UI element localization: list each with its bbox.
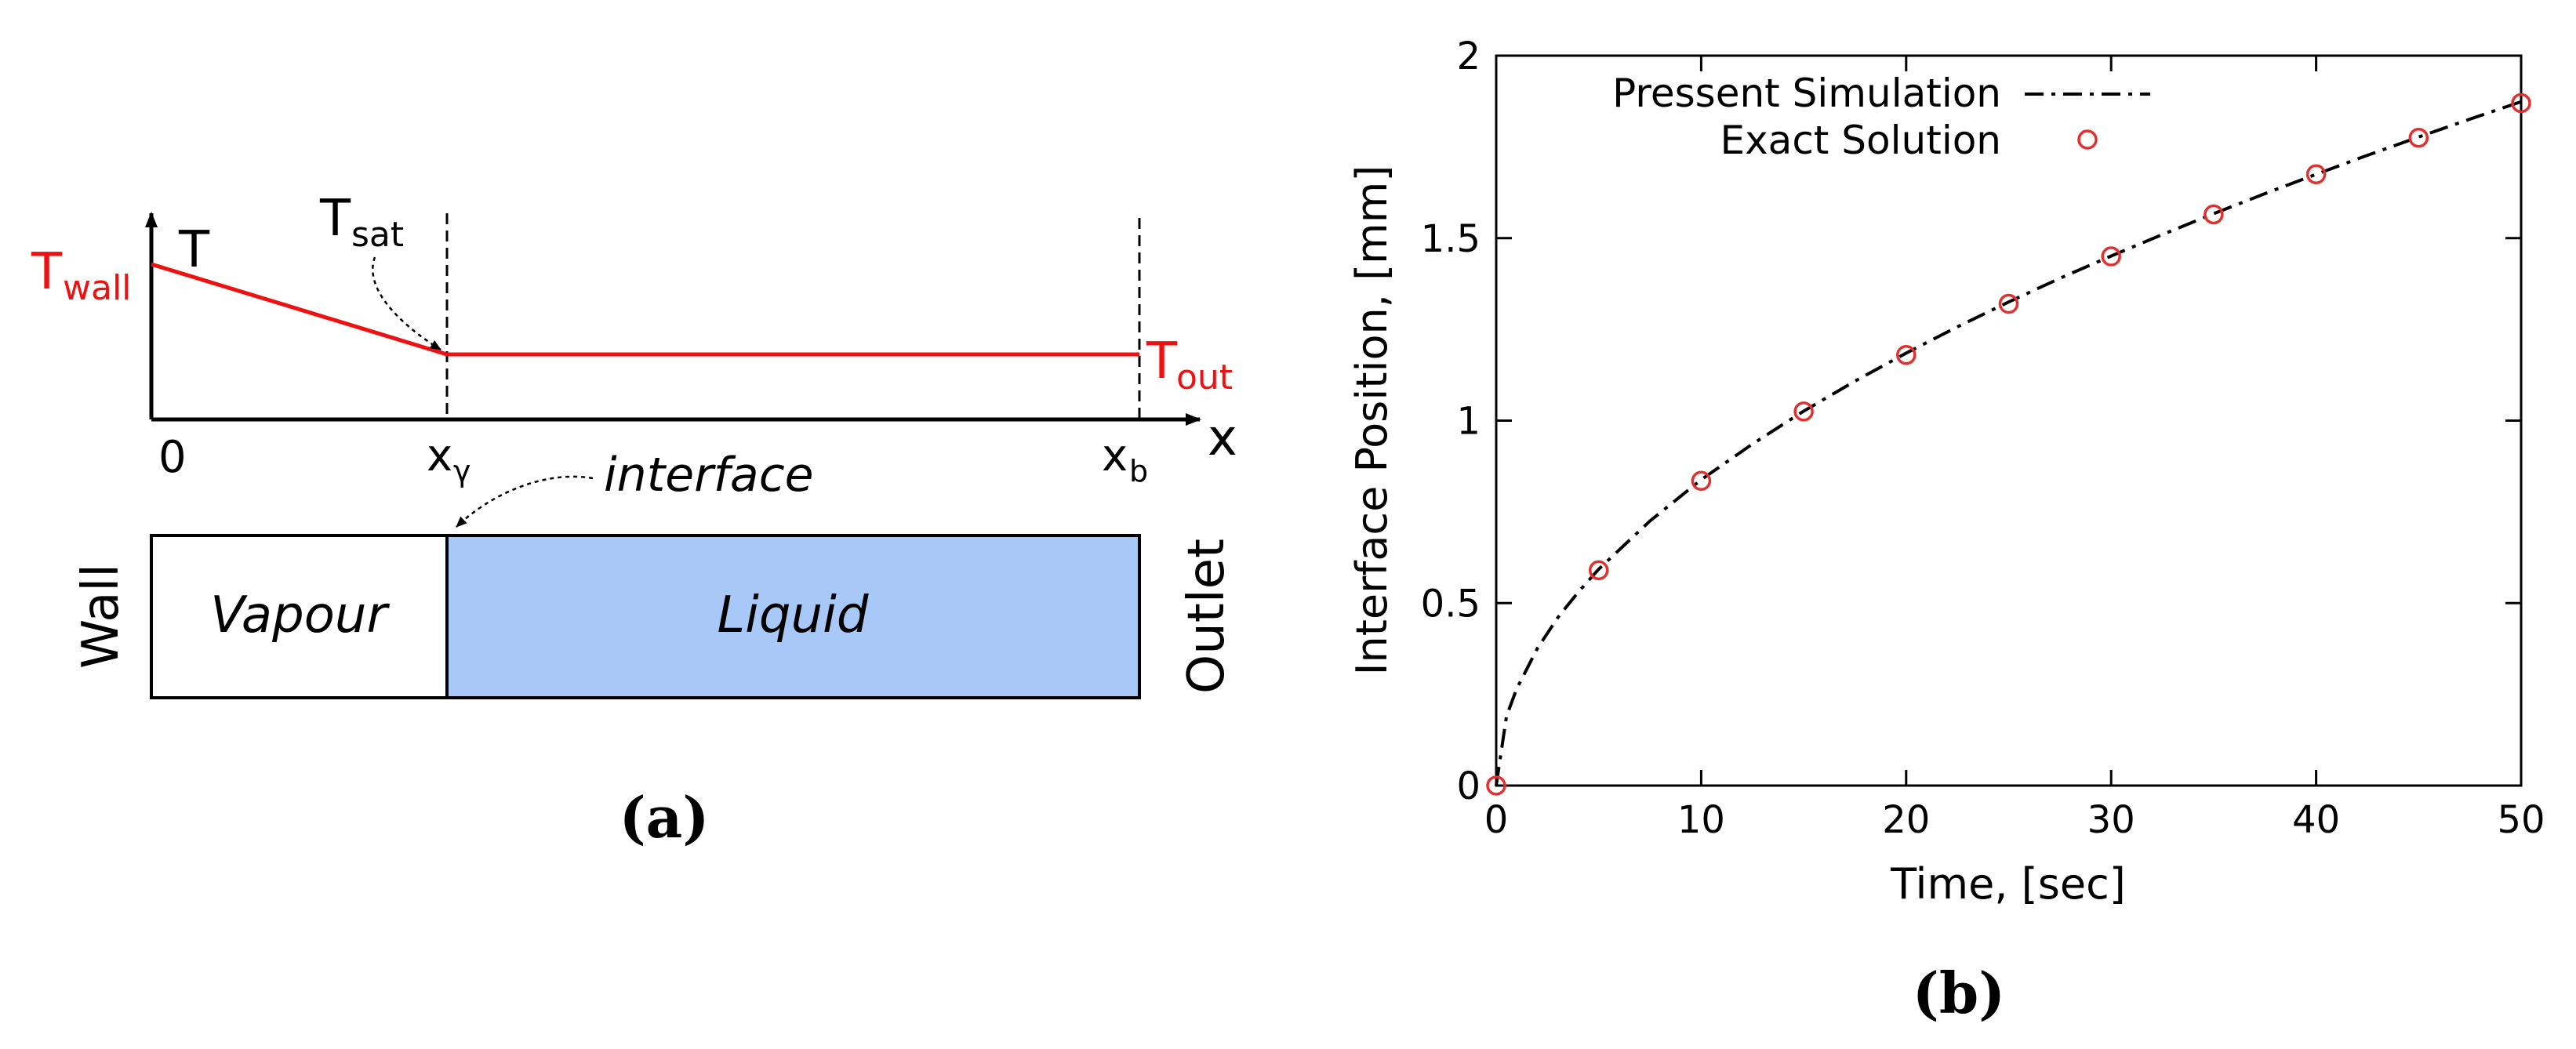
- x-b-sub: b: [1129, 454, 1148, 488]
- liquid-label: Liquid: [717, 586, 868, 644]
- exact-solution-point: [1896, 344, 1917, 365]
- wall-label: Wall: [72, 564, 130, 669]
- y-tick-label: 1: [1456, 400, 1481, 444]
- y-tick-label: 0: [1456, 764, 1481, 808]
- t-sat-label: T sat: [319, 190, 404, 255]
- x-b-main: x: [1102, 430, 1128, 481]
- axis-ticks: 0 10 20 30 40 50 0 0.5 1 1.5 2: [1421, 34, 2545, 842]
- panel-b-caption: (b): [1913, 960, 2005, 1026]
- t-out-main: T: [1146, 332, 1178, 390]
- legend-swatch-exact: [2077, 129, 2098, 150]
- x-gamma-main: x: [427, 430, 452, 481]
- t-sat-main: T: [319, 190, 351, 248]
- exact-solution-point: [1793, 401, 1814, 422]
- panel-a-caption: (a): [619, 784, 710, 851]
- t-sat-pointer-arrow: [372, 256, 441, 351]
- legend: Pressent Simulation Exact Solution: [1612, 71, 2150, 163]
- legend-label-simulation: Pressent Simulation: [1612, 71, 2001, 116]
- liquid-region: [445, 534, 1141, 699]
- position-axis-label: x: [1208, 409, 1237, 467]
- exact-solution-point: [1588, 560, 1609, 581]
- exact-solution-point: [2204, 204, 2224, 225]
- legend-label-exact: Exact Solution: [1720, 118, 2002, 163]
- x-b-label: x b: [1102, 430, 1148, 488]
- exact-solution-point: [1486, 775, 1506, 796]
- x-tick-label: 10: [1677, 798, 1725, 842]
- x-axis-title: Time, [sec]: [1890, 859, 2126, 909]
- t-sat-sub: sat: [351, 215, 404, 255]
- origin-label: 0: [158, 432, 187, 483]
- y-tick-label: 0.5: [1421, 582, 1481, 626]
- temperature-profile: [151, 262, 1139, 357]
- t-out-label: T out: [1146, 332, 1233, 397]
- x-gamma-label: x γ: [427, 430, 471, 488]
- y-tick-label: 2: [1456, 34, 1481, 78]
- y-tick-label: 1.5: [1421, 217, 1481, 261]
- x-tick-label: 30: [2087, 798, 2135, 842]
- simulation-line: [1495, 100, 2522, 786]
- exact-solution-point: [2408, 127, 2429, 148]
- t-wall-main: T: [31, 243, 63, 301]
- exact-solution-point: [2305, 164, 2327, 185]
- exact-solution-point: [2101, 246, 2121, 267]
- exact-solution-point: [1691, 470, 1712, 492]
- t-wall-sub: wall: [63, 268, 131, 308]
- t-out-sub: out: [1176, 358, 1233, 397]
- y-axis-title: Interface Position, [mm]: [1347, 165, 1397, 676]
- panel-b: 0 10 20 30 40 50 0 0.5 1 1.5 2 Time, [sec] Interfa…: [1347, 34, 2545, 1026]
- vapour-label: Vapour: [210, 586, 390, 644]
- plot-area-frame: [1495, 54, 2523, 787]
- t-wall-label: T wall: [31, 243, 131, 308]
- x-gamma-sub: γ: [453, 454, 471, 488]
- vapour-region: [150, 534, 449, 699]
- interface-pointer-arrow: [456, 475, 594, 528]
- exact-solution-point: [1998, 293, 2019, 314]
- x-tick-label: 20: [1882, 798, 1930, 842]
- exact-solution-point: [2511, 93, 2531, 114]
- panel-a: T x 0 x γ x b T wall T sat T ou: [31, 190, 1237, 851]
- outlet-label: Outlet: [1178, 539, 1236, 694]
- x-tick-label: 40: [2292, 798, 2340, 842]
- x-tick-label: 0: [1484, 798, 1509, 842]
- x-tick-label: 50: [2497, 798, 2545, 842]
- data-series: [1486, 93, 2531, 796]
- interface-label: interface: [604, 448, 814, 503]
- temperature-axis-label: T: [178, 221, 210, 279]
